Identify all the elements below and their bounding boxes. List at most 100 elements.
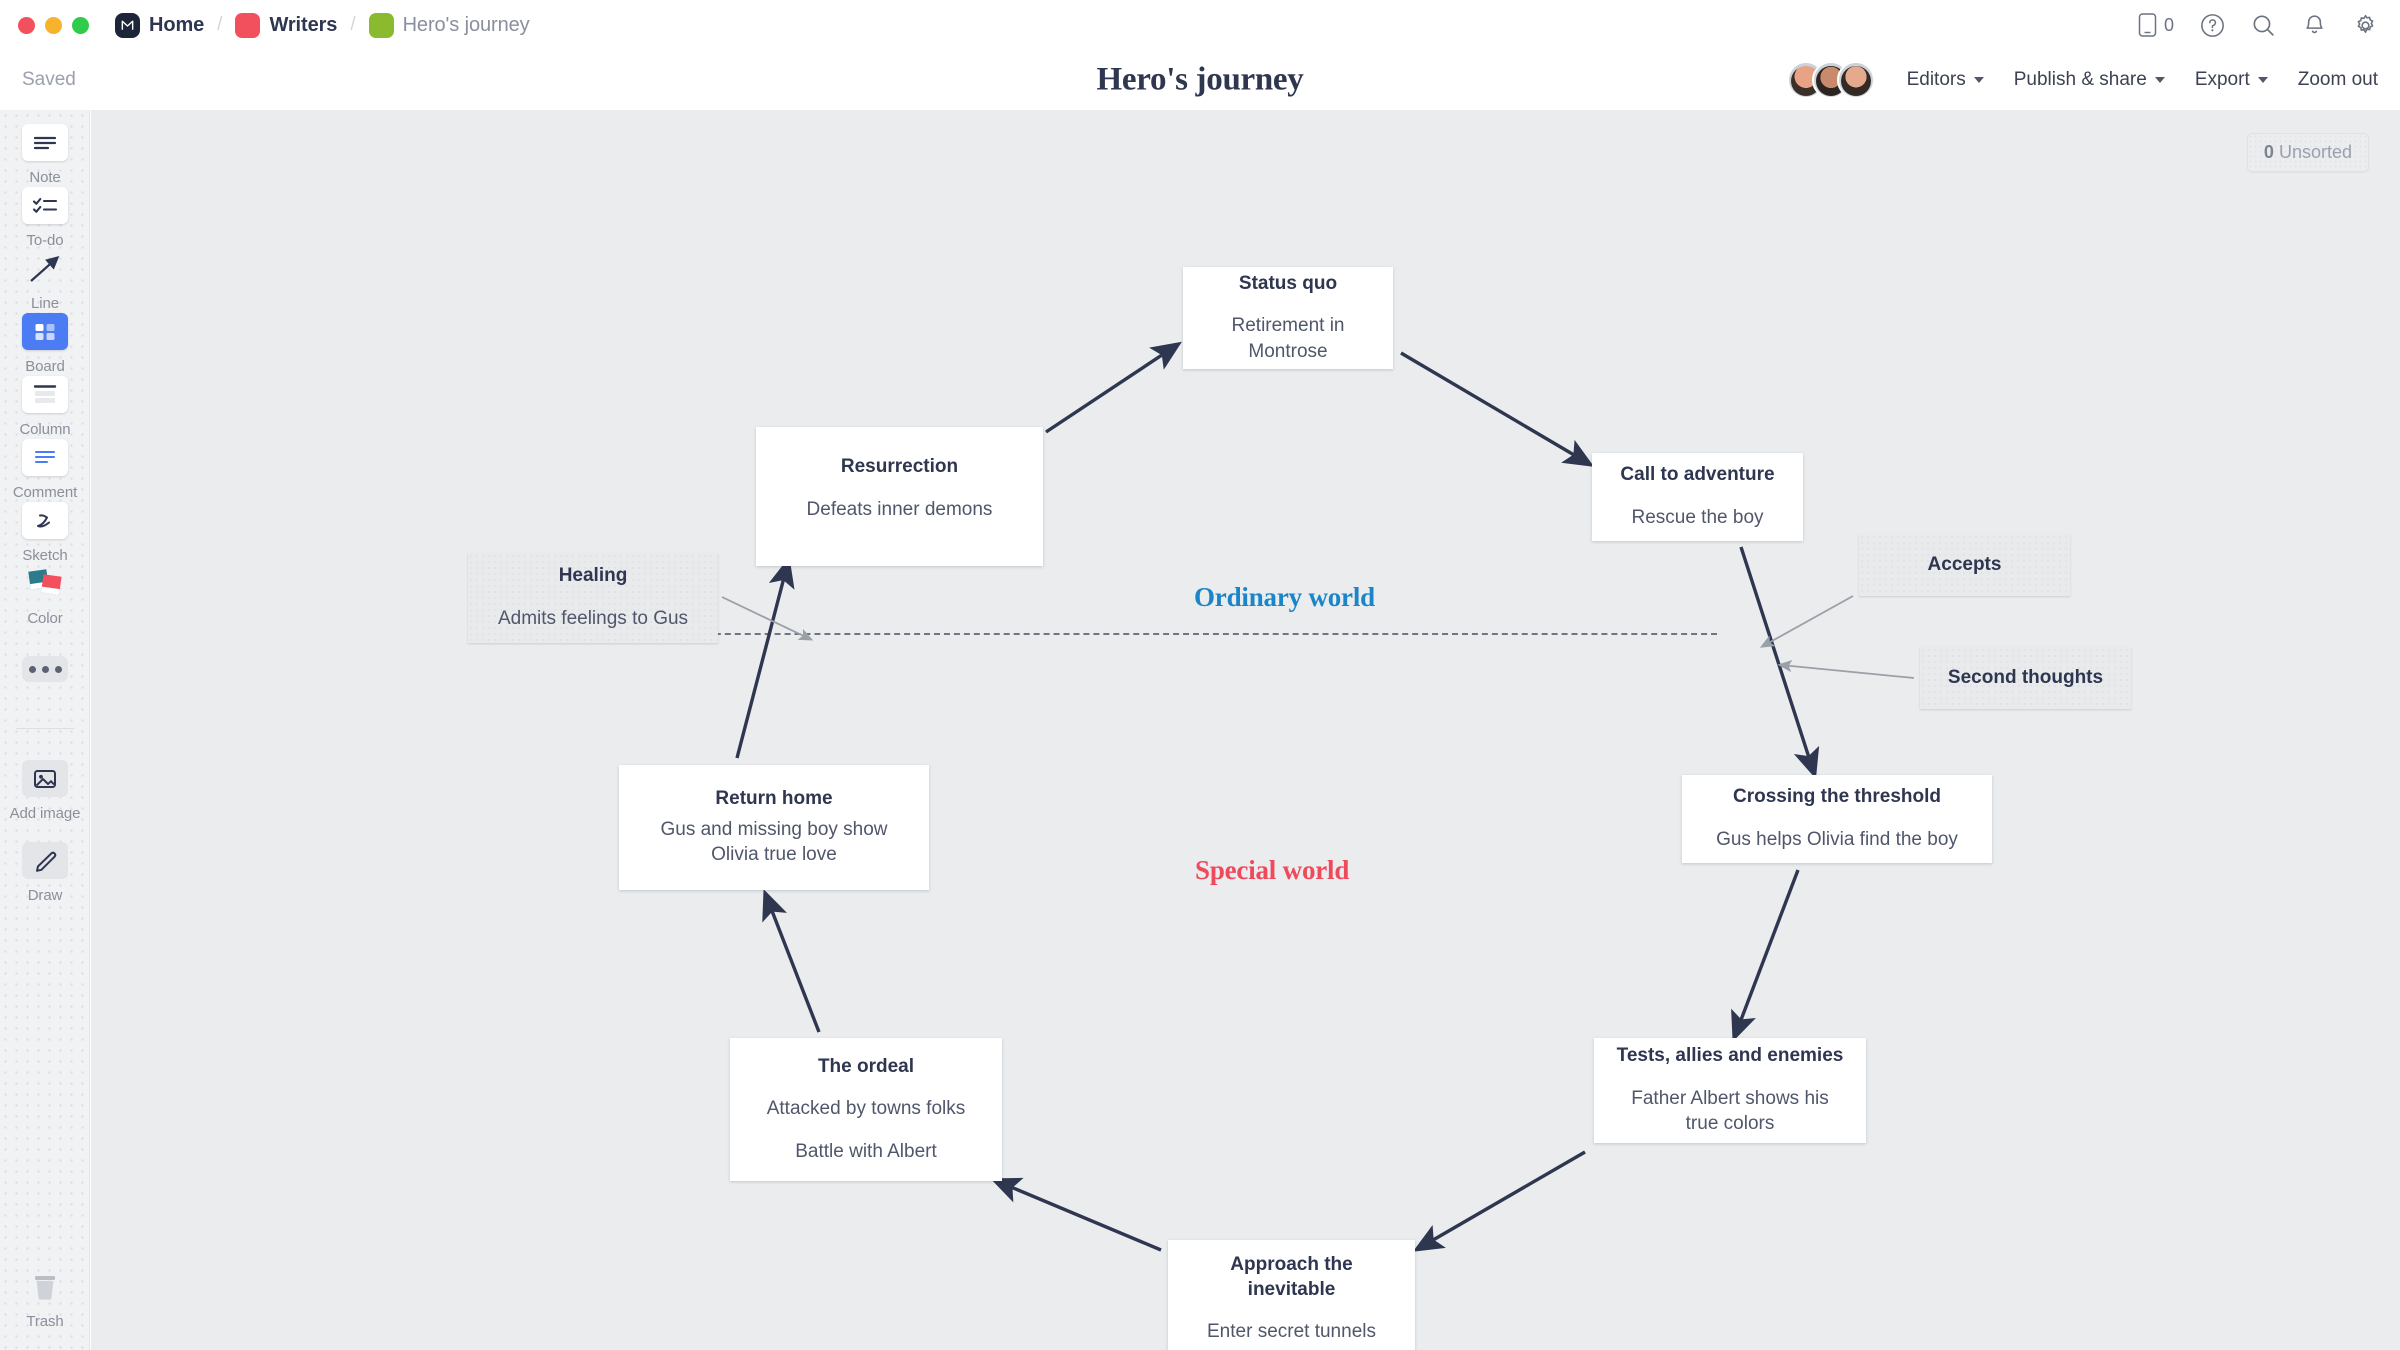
green-square-icon — [368, 12, 394, 38]
help-icon[interactable] — [2200, 13, 2225, 38]
sidebar-item-column[interactable]: Column — [0, 376, 90, 438]
card-title: Call to adventure — [1620, 464, 1775, 486]
breadcrumb-separator: / — [350, 14, 356, 35]
card-body-line: Father Albert shows his — [1631, 1087, 1829, 1109]
breadcrumb-label-home: Home — [149, 13, 205, 36]
sidebar-item-note[interactable]: Note — [0, 124, 90, 186]
card-body: Defeats inner demons — [806, 498, 993, 520]
save-status: Saved — [22, 69, 76, 90]
board-canvas[interactable]: 0 Unsorted Ordinary — [91, 110, 2400, 1350]
sidebar-item-comment[interactable]: Comment — [0, 439, 90, 501]
export-menu[interactable]: Export — [2195, 69, 2268, 91]
label-special-world: Special world — [1195, 855, 1350, 885]
card-return-home[interactable]: Return home Gus and missing boy show Oli… — [619, 765, 929, 890]
breadcrumb-label-writers: Writers — [269, 13, 338, 36]
card-body: Gus helps Olivia find the boy — [1716, 829, 1958, 851]
card-body-line: Montrose — [1248, 340, 1328, 362]
card-resurrection[interactable]: Resurrection Defeats inner demons — [756, 427, 1043, 566]
unsorted-label: Unsorted — [2278, 142, 2352, 162]
chevron-down-icon — [2257, 77, 2268, 83]
sidebar-label-sketch: Sketch — [22, 547, 68, 564]
draw-icon — [22, 842, 68, 879]
card-title: Healing — [558, 565, 628, 587]
card-body-line: Retirement in — [1231, 315, 1345, 337]
editors-menu[interactable]: Editors — [1907, 69, 1984, 91]
sidebar-label-line: Line — [31, 295, 59, 312]
card-body-line: true colors — [1685, 1113, 1775, 1135]
edge-call-to-adventure-to-crossing — [1739, 546, 1820, 780]
card-the-ordeal[interactable]: The ordeal Attacked by towns folks Battl… — [730, 1038, 1002, 1181]
world-divider-line — [675, 633, 1717, 635]
card-body: Battle with Albert — [795, 1140, 937, 1162]
sidebar-item-line[interactable]: Line — [0, 250, 90, 312]
sidebar-item-sketch[interactable]: Sketch — [0, 502, 90, 564]
publish-share-menu[interactable]: Publish & share — [2014, 69, 2165, 91]
sidebar-item-more[interactable] — [0, 656, 90, 682]
breadcrumb-label-heros-journey: Hero's journey — [402, 13, 530, 36]
more-options-icon — [22, 656, 68, 682]
sidebar-label-note: Note — [29, 169, 61, 186]
card-tests-allies-enemies[interactable]: Tests, allies and enemies Father Albert … — [1594, 1038, 1866, 1143]
card-body: Retirement in Montrose — [1232, 313, 1345, 364]
sidebar-item-draw[interactable]: Draw — [0, 842, 90, 904]
sidebar-label-trash: Trash — [26, 1313, 64, 1330]
sidebar-item-color[interactable]: Color — [0, 565, 90, 627]
card-title: Return home — [715, 788, 833, 810]
document-toolbar: Saved Hero's journey Editors Publish & s… — [0, 50, 2400, 110]
window-title-bar: Home / Writers / Hero's journey 0 — [0, 0, 2400, 50]
sidebar-item-board[interactable]: Board — [0, 313, 90, 375]
card-body: Enter secret tunnels — [1207, 1321, 1376, 1343]
sidebar-item-todo[interactable]: To-do — [0, 187, 90, 249]
card-body: Father Albert shows his true colors — [1631, 1086, 1828, 1137]
trash-icon — [22, 1268, 68, 1305]
sketch-icon — [22, 502, 68, 539]
minimize-window-button[interactable] — [45, 16, 62, 34]
search-icon[interactable] — [2251, 13, 2276, 38]
avatar[interactable] — [1836, 61, 1875, 99]
zoom-out-label: Zoom out — [2297, 69, 2378, 90]
card-title: Second thoughts — [1947, 666, 2104, 688]
sidebar-label-draw: Draw — [27, 887, 63, 904]
red-square-icon — [235, 12, 261, 38]
page-title[interactable]: Hero's journey — [1096, 61, 1304, 98]
editor-avatars[interactable] — [1786, 61, 1875, 99]
card-status-quo[interactable]: Status quo Retirement in Montrose — [1183, 267, 1393, 369]
card-second-thoughts[interactable]: Second thoughts — [1920, 647, 2131, 709]
zoom-out-button[interactable]: Zoom out — [2298, 69, 2378, 91]
traffic-lights — [18, 16, 89, 34]
sidebar-item-add-image[interactable]: Add image — [0, 760, 90, 822]
card-accepts[interactable]: Accepts — [1859, 534, 2070, 596]
card-title: Approach the inevitable — [1230, 1253, 1353, 1300]
sidebar-label-column: Column — [19, 421, 71, 438]
card-body: Admits feelings to Gus — [497, 608, 689, 630]
card-title: Accepts — [1927, 553, 2002, 575]
card-healing[interactable]: Healing Admits feelings to Gus — [468, 553, 718, 643]
card-approach-the-inevitable[interactable]: Approach the inevitable Enter secret tun… — [1168, 1240, 1415, 1350]
card-body: Rescue the boy — [1631, 507, 1764, 529]
breadcrumb-item-writers[interactable]: Writers — [235, 12, 338, 38]
breadcrumb-item-heros-journey[interactable]: Hero's journey — [368, 12, 530, 38]
edge-ordeal-to-return-home — [762, 889, 821, 1033]
edge-tests-to-approach — [1412, 1150, 1586, 1252]
edge-accepts-to-path — [1759, 595, 1854, 648]
close-window-button[interactable] — [18, 16, 35, 34]
card-title: Status quo — [1238, 272, 1338, 294]
unsorted-badge[interactable]: 0 Unsorted — [2246, 133, 2369, 172]
card-body: Gus and missing boy show Olivia true lov… — [660, 817, 887, 868]
editors-label: Editors — [1906, 69, 1966, 90]
phone-icon[interactable]: 0 — [2138, 13, 2174, 37]
phone-count-label: 0 — [2163, 14, 2174, 35]
sidebar-item-trash[interactable]: Trash — [0, 1268, 90, 1330]
card-call-to-adventure[interactable]: Call to adventure Rescue the boy — [1592, 453, 1803, 541]
edge-status-quo-to-call-to-adventure — [1400, 351, 1595, 467]
toolbar-divider — [16, 728, 74, 729]
gear-icon[interactable] — [2353, 13, 2378, 38]
breadcrumb-item-home[interactable]: Home — [115, 12, 205, 38]
milanote-logo-icon — [115, 12, 140, 38]
unsorted-count: 0 — [2263, 142, 2274, 162]
edge-crossing-to-tests — [1731, 869, 1800, 1042]
bell-icon[interactable] — [2302, 13, 2327, 38]
card-crossing-the-threshold[interactable]: Crossing the threshold Gus helps Olivia … — [1682, 775, 1992, 863]
maximize-window-button[interactable] — [72, 16, 89, 34]
card-body: Attacked by towns folks — [766, 1098, 966, 1120]
